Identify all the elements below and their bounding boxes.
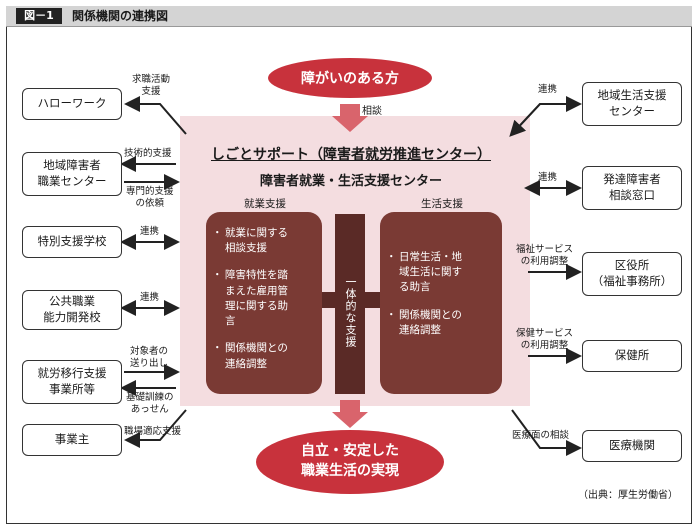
top-oval: 障がいのある方 [268, 58, 432, 98]
down-arrow-consult [332, 104, 368, 132]
developmental-disability-box: 発達障害者 相談窓口 [582, 166, 682, 210]
employer-box: 事業主 [22, 424, 122, 456]
figure-tag: 図－1 [16, 8, 62, 24]
arrow-community-back [511, 96, 582, 135]
arrow-medical [511, 409, 582, 456]
down-arrow-result [332, 400, 368, 428]
label-specialist-request: 専門的支援 の依頼 [126, 186, 174, 209]
label-workplace-adaptation: 職場適応支援 [124, 426, 182, 437]
label-job-search-support: 求職活動 支援 [132, 74, 171, 97]
left-panel-item: 就業に関する 相談支援 [212, 226, 314, 256]
figure-title: 関係機関の連携図 [72, 9, 169, 23]
left-panel-item: 関係機関との 連絡調整 [212, 341, 314, 371]
community-life-center-box: 地域生活支援 センター [582, 82, 682, 126]
left-panel-title: 就業支援 [244, 198, 286, 210]
label-school-cooperation: 連携 [140, 226, 160, 237]
regional-vocational-center-box: 地域障害者 職業センター [22, 152, 122, 196]
header-bar [6, 6, 692, 27]
label-community-cooperation: 連携 [538, 84, 558, 95]
arrow-community [509, 103, 578, 137]
consult-label: 相談 [362, 106, 382, 117]
label-basic-training: 基礎訓練の あっせん [126, 392, 174, 415]
label-send-out: 対象者の 送り出し [130, 346, 169, 369]
center-column [335, 214, 365, 394]
left-panel: 就業に関する 相談支援 障害特性を踏 まえた雇用管 理に関する助 言 関係機関と… [206, 212, 322, 394]
right-panel: 日常生活・地 域生活に関す る助言 関係機関との 連絡調整 [380, 212, 502, 394]
right-panel-item: 日常生活・地 域生活に関す る助言 [386, 250, 494, 296]
center-main-title: しごとサポート（障害者就労推進センター） [211, 147, 491, 163]
center-sub-title: 障害者就業・生活支援センター [259, 174, 442, 189]
special-support-school-box: 特別支援学校 [22, 226, 122, 258]
hellowork-box: ハローワーク [22, 88, 122, 120]
public-vocational-school-box: 公共職業 能力開発校 [22, 290, 122, 330]
center-integrated-label: 一体的な支援 [344, 276, 357, 348]
label-medical-consult: 医療面の相談 [512, 430, 570, 441]
label-welfare-coordination: 福祉サービス の利用調整 [516, 244, 574, 267]
label-dev-cooperation: 連携 [538, 172, 558, 183]
medical-institution-box: 医療機関 [582, 430, 682, 462]
label-health-coordination: 保健サービス の利用調整 [516, 328, 574, 351]
source-note: （出典：厚生労働省） [578, 490, 678, 501]
right-panel-item: 関係機関との 連絡調整 [386, 308, 494, 338]
label-technical-support: 技術的支援 [124, 148, 172, 159]
health-center-box: 保健所 [582, 340, 682, 372]
bottom-oval: 自立・安定した 職業生活の実現 [256, 430, 444, 494]
left-panel-item: 障害特性を踏 まえた雇用管 理に関する助 言 [212, 268, 314, 329]
transition-support-box: 就労移行支援 事業所等 [22, 360, 122, 404]
arrow-hellowork [124, 96, 187, 135]
arrow-employer [124, 409, 187, 448]
label-vocational-cooperation: 連携 [140, 292, 160, 303]
right-panel-title: 生活支援 [421, 198, 463, 210]
ward-office-box: 区役所 （福祉事務所） [582, 252, 682, 296]
